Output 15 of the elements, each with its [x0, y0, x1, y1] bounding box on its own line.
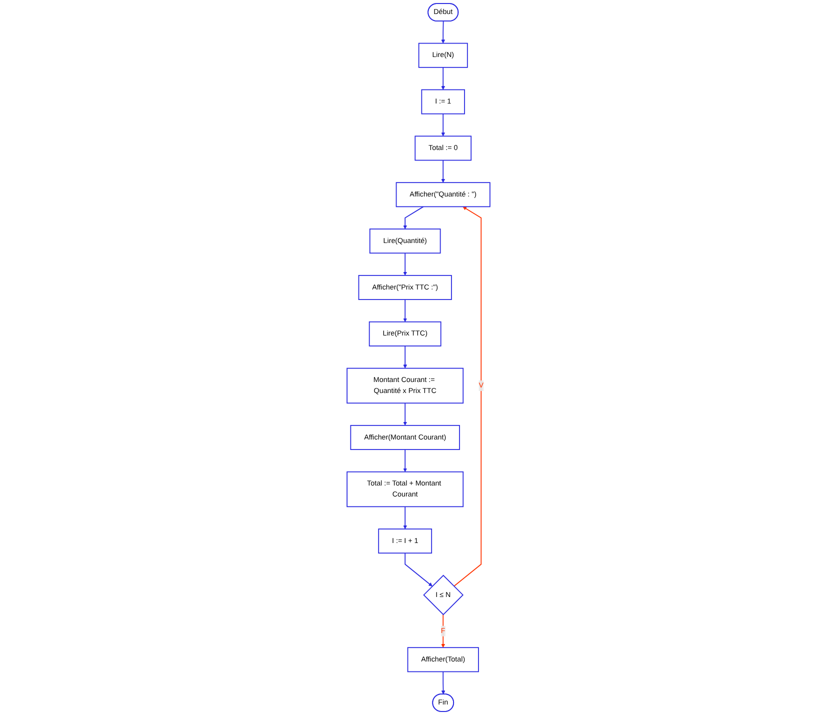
arrow [403, 506, 408, 530]
arrow [403, 346, 408, 368]
arrow [441, 160, 446, 183]
arrow [441, 66, 446, 90]
arrow [404, 552, 432, 586]
arrow [441, 20, 446, 44]
arrow [441, 113, 446, 136]
arrow [403, 206, 424, 230]
arrow [453, 206, 482, 587]
arrow [441, 614, 446, 648]
arrow [403, 299, 408, 322]
arrow [441, 671, 446, 694]
arrow [403, 449, 408, 472]
arrow [403, 402, 408, 426]
arrow [403, 252, 408, 276]
